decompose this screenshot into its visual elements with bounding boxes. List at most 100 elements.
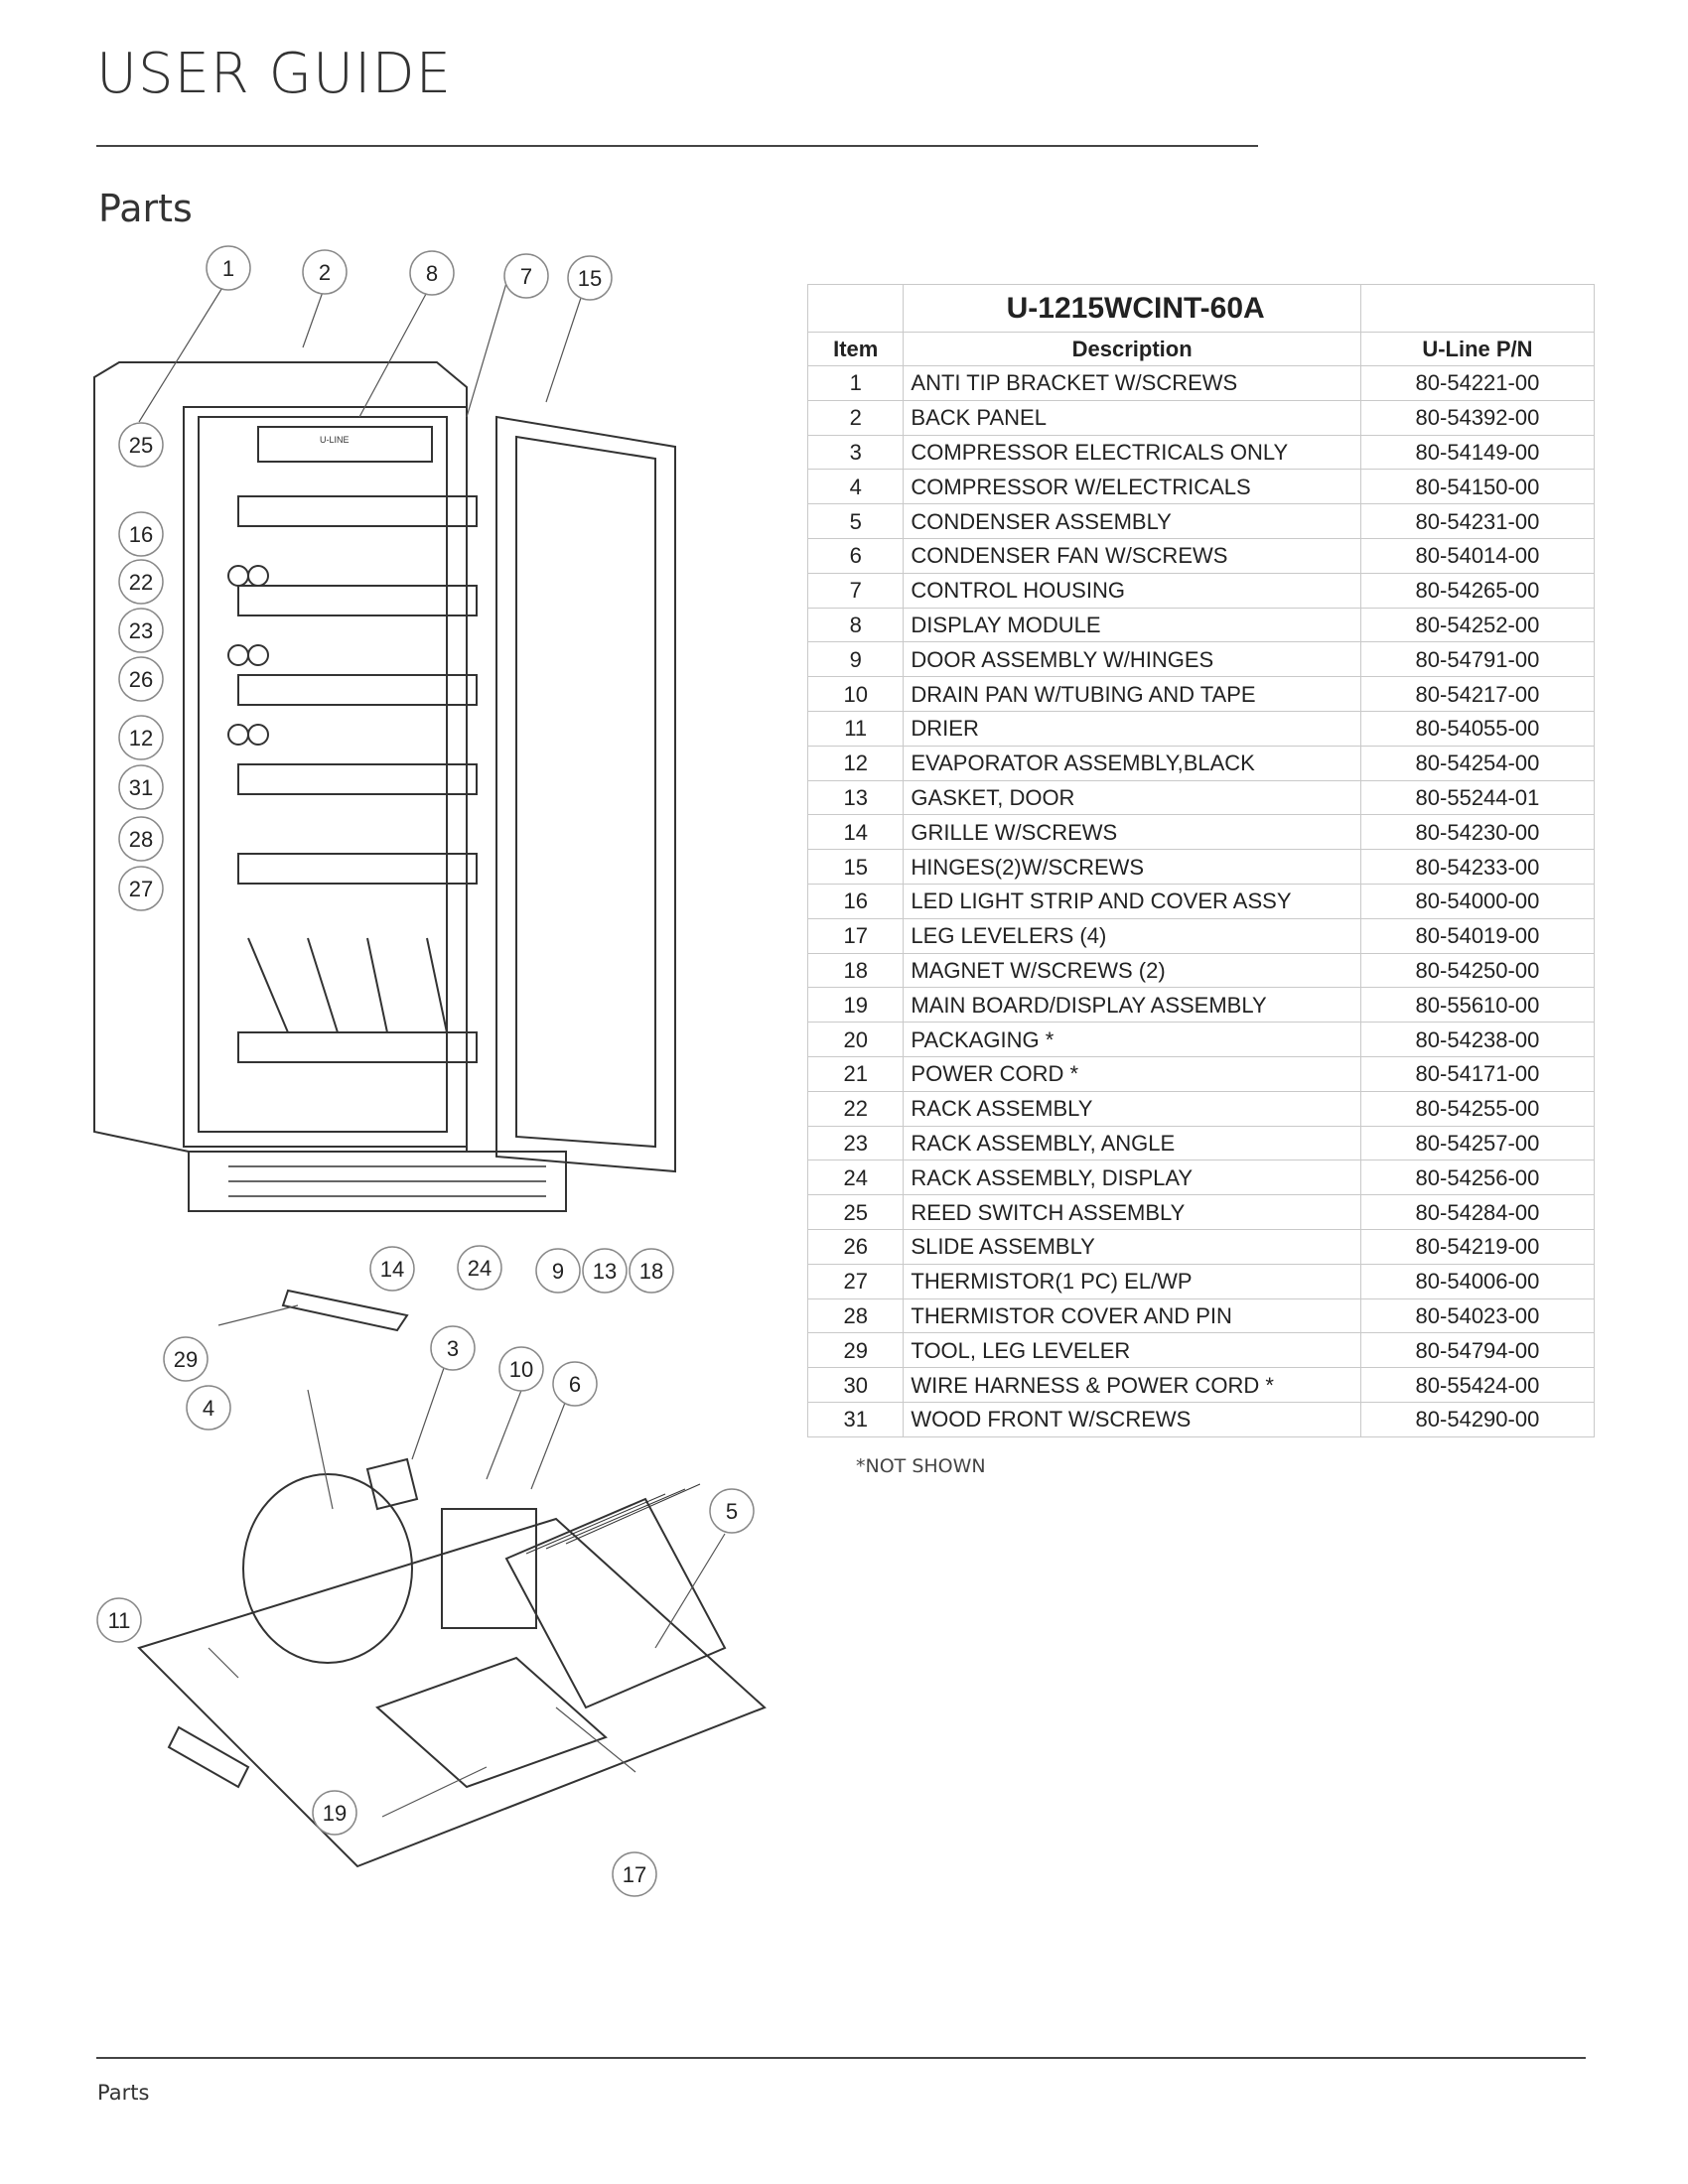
- item-cell: 7: [806, 572, 905, 609]
- part-number-cell: 80-54254-00: [1359, 745, 1596, 781]
- control-panel: [257, 426, 433, 463]
- description-cell: LED LIGHT STRIP AND COVER ASSY: [903, 883, 1361, 919]
- item-cell: 30: [806, 1367, 905, 1403]
- rack-1: [237, 495, 478, 527]
- part-number-cell: 80-54290-00: [1359, 1401, 1596, 1437]
- part-number-cell: 80-54014-00: [1359, 537, 1596, 574]
- base-plate: [137, 1517, 767, 1868]
- callout-label: 10: [509, 1357, 533, 1382]
- item-cell: 3: [806, 434, 905, 471]
- parts-diagram: 1 2 8 7 15 25 16 22 23 26 12 31 28 27 14…: [89, 238, 784, 1926]
- callout-label: 1: [222, 256, 234, 281]
- drier: [167, 1725, 250, 1789]
- description-cell: RACK ASSEMBLY, DISPLAY: [903, 1160, 1361, 1196]
- item-cell: 11: [806, 710, 905, 747]
- part-number-cell: 80-54284-00: [1359, 1194, 1596, 1230]
- item-cell: 6: [806, 537, 905, 574]
- condenser: [504, 1497, 727, 1709]
- callout-label: 18: [639, 1259, 663, 1284]
- column-header-pn: U-Line P/N: [1359, 332, 1596, 366]
- leveler-tool: [281, 1289, 409, 1332]
- part-number-cell: 80-54255-00: [1359, 1090, 1596, 1127]
- part-number-cell: 80-54252-00: [1359, 607, 1596, 643]
- description-cell: BACK PANEL: [903, 399, 1361, 436]
- item-cell: 18: [806, 952, 905, 989]
- model-blank-cell: [1359, 284, 1596, 333]
- item-cell: 27: [806, 1263, 905, 1299]
- section-title: Parts: [98, 187, 193, 230]
- callout-label: 5: [726, 1499, 738, 1524]
- item-cell: 14: [806, 814, 905, 851]
- description-cell: SLIDE ASSEMBLY: [903, 1228, 1361, 1265]
- part-number-cell: 80-54238-00: [1359, 1022, 1596, 1057]
- model-number: U-1215WCINT-60A: [903, 284, 1361, 333]
- part-number-cell: 80-54055-00: [1359, 710, 1596, 747]
- exploded-view-illustration: 1 2 8 7 15 25 16 22 23 26 12 31 28 27 14…: [93, 245, 767, 1897]
- callout-label: 12: [129, 726, 153, 751]
- column-header-item: Item: [806, 332, 905, 366]
- description-cell: RACK ASSEMBLY, ANGLE: [903, 1125, 1361, 1161]
- item-cell: 19: [806, 987, 905, 1024]
- description-cell: DOOR ASSEMBLY W/HINGES: [903, 641, 1361, 678]
- page-title: USER GUIDE: [96, 42, 453, 106]
- description-cell: TOOL, LEG LEVELER: [903, 1332, 1361, 1369]
- item-cell: 28: [806, 1297, 905, 1334]
- callout-label: 2: [319, 260, 331, 285]
- description-cell: CONDENSER FAN W/SCREWS: [903, 537, 1361, 574]
- description-cell: THERMISTOR COVER AND PIN: [903, 1297, 1361, 1334]
- part-number-cell: 80-54231-00: [1359, 503, 1596, 539]
- callout-label: 13: [593, 1259, 617, 1284]
- part-number-cell: 80-55424-00: [1359, 1367, 1596, 1403]
- compressor: [242, 1473, 413, 1664]
- description-cell: CONDENSER ASSEMBLY: [903, 503, 1361, 539]
- description-cell: WIRE HARNESS & POWER CORD *: [903, 1367, 1361, 1403]
- model-blank-cell: [806, 284, 905, 333]
- main-board: [375, 1656, 608, 1789]
- callout-label: 24: [468, 1256, 492, 1281]
- item-cell: 31: [806, 1401, 905, 1437]
- description-cell: COMPRESSOR W/ELECTRICALS: [903, 469, 1361, 505]
- part-number-cell: 80-54233-00: [1359, 849, 1596, 885]
- callout-label: 14: [380, 1257, 404, 1282]
- part-number-cell: 80-54392-00: [1359, 399, 1596, 436]
- grille: [188, 1151, 567, 1212]
- description-cell: WOOD FRONT W/SCREWS: [903, 1401, 1361, 1437]
- column-header-description: Description: [903, 332, 1361, 366]
- part-number-cell: 80-54256-00: [1359, 1160, 1596, 1196]
- callout-label: 16: [129, 522, 153, 547]
- item-cell: 10: [806, 676, 905, 712]
- callout-label: 3: [447, 1336, 459, 1361]
- item-cell: 20: [806, 1022, 905, 1057]
- part-number-cell: 80-54250-00: [1359, 952, 1596, 989]
- description-cell: REED SWITCH ASSEMBLY: [903, 1194, 1361, 1230]
- callout-label: 28: [129, 827, 153, 852]
- callout-label: 8: [426, 261, 438, 286]
- description-cell: PACKAGING *: [903, 1022, 1361, 1057]
- callout-label: 4: [203, 1396, 214, 1421]
- part-number-cell: 80-54217-00: [1359, 676, 1596, 712]
- part-number-cell: 80-55610-00: [1359, 987, 1596, 1024]
- rack-display: [237, 1031, 478, 1063]
- description-cell: POWER CORD *: [903, 1055, 1361, 1092]
- cabinet-front-frame: [183, 406, 468, 1148]
- description-cell: DRIER: [903, 710, 1361, 747]
- item-cell: 29: [806, 1332, 905, 1369]
- parts-table: U-1215WCINT-60A Item Description U-Line …: [806, 284, 1596, 1437]
- description-cell: LEG LEVELERS (4): [903, 917, 1361, 954]
